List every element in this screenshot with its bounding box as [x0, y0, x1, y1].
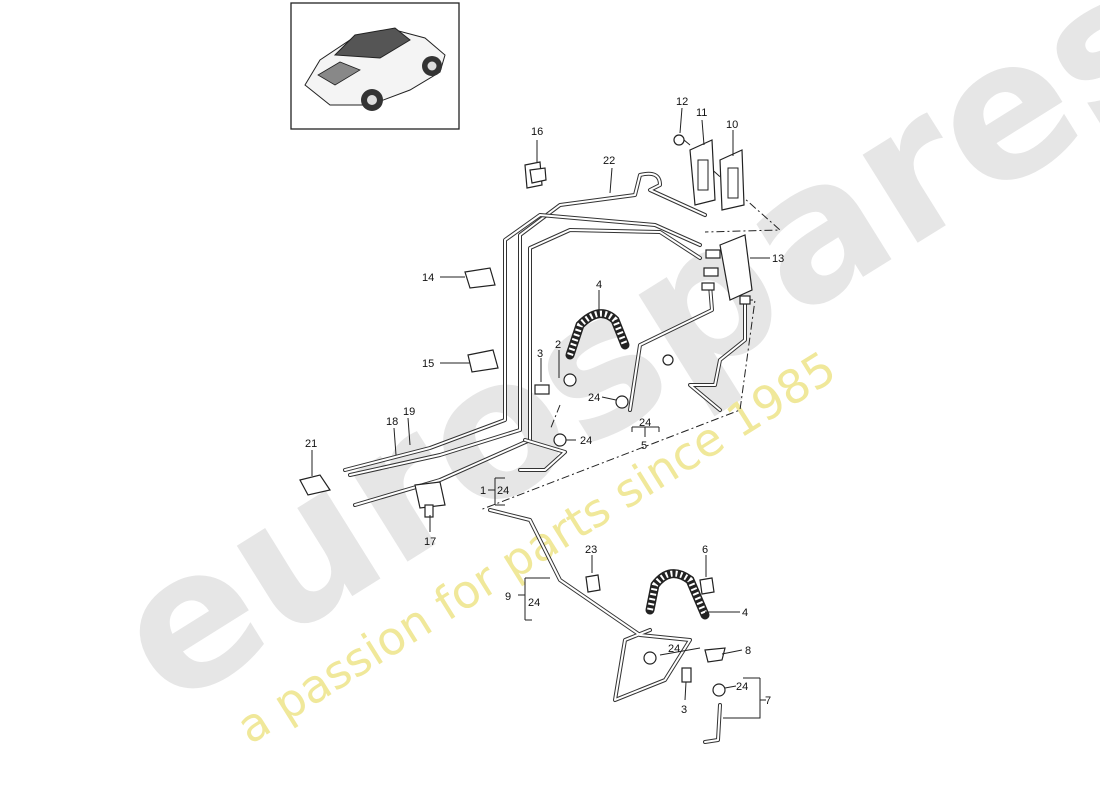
label-24-mid: 24 [580, 435, 592, 447]
label-8: 8 [745, 645, 751, 657]
label-5-qty: 24 [639, 417, 651, 429]
block-21 [299, 474, 331, 496]
label-18: 18 [386, 416, 398, 428]
label-12: 12 [676, 96, 688, 108]
label-1-qty: 24 [497, 485, 509, 497]
label-7-qty: 24 [736, 681, 748, 693]
label-16: 16 [531, 126, 543, 138]
bolt-3 [534, 384, 692, 683]
clips-24 [553, 354, 726, 697]
label-10: 10 [726, 119, 738, 131]
clip-16 [524, 161, 547, 189]
label-24-lower-left: 24 [668, 643, 680, 655]
clip-23 [585, 574, 601, 593]
label-23: 23 [585, 544, 597, 556]
label-6: 6 [702, 544, 708, 556]
brake-pipes-lower [488, 508, 722, 744]
label-4-lower: 4 [742, 607, 748, 619]
distributor-block [701, 234, 753, 305]
label-5: 5 [641, 440, 647, 452]
gasket-10 [719, 149, 745, 211]
label-24-upper: 24 [588, 392, 600, 404]
label-13: 13 [772, 253, 784, 265]
label-11: 11 [696, 107, 707, 119]
part-labels: 16 22 12 11 10 13 14 15 4 2 3 24 24 24 5… [305, 96, 784, 716]
label-4-upper: 4 [596, 279, 602, 291]
label-22: 22 [603, 155, 615, 167]
label-15: 15 [422, 358, 434, 370]
label-2: 2 [555, 339, 561, 351]
leader-lines [311, 107, 770, 719]
car-thumbnail [290, 2, 460, 130]
gasket-11 [689, 139, 716, 206]
holder-14 [464, 267, 496, 289]
clip-6 [699, 577, 715, 595]
label-9-qty: 24 [528, 597, 540, 609]
label-3-upper: 3 [537, 348, 543, 360]
watermark-brand: eurospares [77, 0, 1100, 748]
label-9: 9 [505, 591, 511, 603]
bolt-12 [673, 134, 691, 146]
label-21: 21 [305, 438, 317, 450]
holder-17 [414, 481, 446, 518]
label-19: 19 [403, 406, 415, 418]
watermark: eurospares a passion for parts since 198… [77, 0, 1100, 754]
label-3-lower: 3 [681, 704, 687, 716]
bracket-8 [704, 647, 726, 663]
label-17: 17 [424, 536, 436, 548]
holder-15 [467, 349, 499, 373]
label-7: 7 [765, 695, 771, 707]
label-14: 14 [422, 272, 434, 284]
label-1: 1 [480, 485, 486, 497]
brake-pipes-upper [343, 171, 747, 507]
brake-hose-lower [645, 569, 710, 620]
